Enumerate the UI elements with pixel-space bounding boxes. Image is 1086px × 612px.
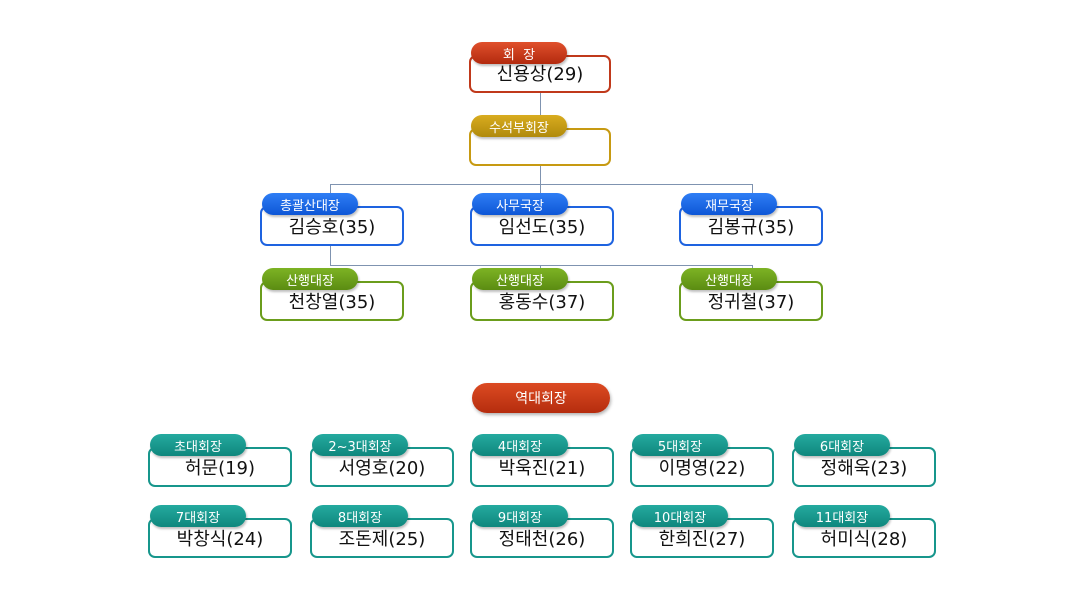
past-president-title: 9대회장 xyxy=(472,505,568,527)
captain-node-3: 정귀철(37) 산행대장 xyxy=(679,268,823,321)
past-president-node: 박창식(24) 7대회장 xyxy=(148,505,292,558)
officer-node-general-captain: 김승호(35) 총괄산대장 xyxy=(260,193,404,246)
captain-node-1: 천창열(35) 산행대장 xyxy=(260,268,404,321)
officer-node-secretary: 임선도(35) 사무국장 xyxy=(470,193,614,246)
connector-officer-left xyxy=(330,184,331,196)
past-president-title: 5대회장 xyxy=(632,434,728,456)
past-president-title: 8대회장 xyxy=(312,505,408,527)
past-president-title: 초대회장 xyxy=(150,434,246,456)
president-title: 회 장 xyxy=(471,42,567,64)
captain-node-2: 홍동수(37) 산행대장 xyxy=(470,268,614,321)
officer-node-treasurer: 김봉규(35) 재무국장 xyxy=(679,193,823,246)
past-president-node: 정태천(26) 9대회장 xyxy=(470,505,614,558)
past-president-node: 허문(19) 초대회장 xyxy=(148,434,292,487)
past-president-node: 한희진(27) 10대회장 xyxy=(630,505,774,558)
connector-officers-horizontal xyxy=(330,184,752,185)
past-president-title: 6대회장 xyxy=(794,434,890,456)
officer-title: 사무국장 xyxy=(472,193,568,215)
captain-title: 산행대장 xyxy=(681,268,777,290)
past-president-node: 정해욱(23) 6대회장 xyxy=(792,434,936,487)
past-president-title: 2~3대회장 xyxy=(312,434,408,456)
past-presidents-header: 역대회장 xyxy=(472,383,610,413)
past-president-title: 7대회장 xyxy=(150,505,246,527)
connector-officer-right xyxy=(752,184,753,196)
president-node: 신용상(29) 회 장 xyxy=(469,42,611,93)
past-president-title: 11대회장 xyxy=(794,505,890,527)
captain-title: 산행대장 xyxy=(472,268,568,290)
connector-captain-center xyxy=(540,265,541,270)
past-president-node: 이명영(22) 5대회장 xyxy=(630,434,774,487)
connector-captains-horizontal xyxy=(330,265,752,266)
connector-captain-right xyxy=(752,265,753,270)
past-president-node: 서영호(20) 2~3대회장 xyxy=(310,434,454,487)
connector-officer-captain xyxy=(330,245,331,266)
senior-vp-node: 수석부회장 xyxy=(469,115,611,166)
past-president-title: 4대회장 xyxy=(472,434,568,456)
past-president-node: 조돈제(25) 8대회장 xyxy=(310,505,454,558)
officer-title: 재무국장 xyxy=(681,193,777,215)
officer-title: 총괄산대장 xyxy=(262,193,358,215)
senior-vp-title: 수석부회장 xyxy=(471,115,567,137)
connector-president-vp xyxy=(540,92,541,118)
connector-officer-center xyxy=(540,184,541,196)
past-president-title: 10대회장 xyxy=(632,505,728,527)
past-president-node: 허미식(28) 11대회장 xyxy=(792,505,936,558)
past-president-node: 박욱진(21) 4대회장 xyxy=(470,434,614,487)
connector-vp-officers xyxy=(540,164,541,184)
captain-title: 산행대장 xyxy=(262,268,358,290)
